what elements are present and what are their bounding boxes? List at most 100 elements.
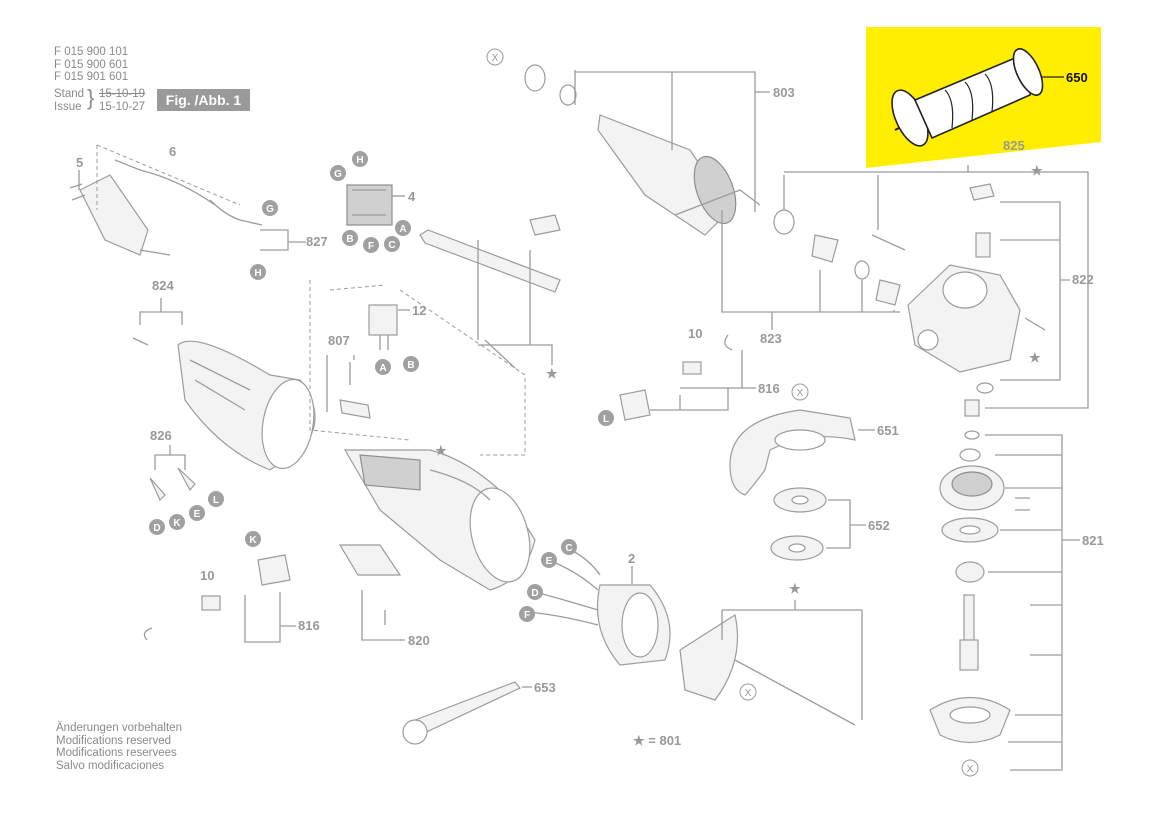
part-number: 807 <box>328 333 350 348</box>
flange-hole <box>791 495 809 505</box>
svg-text:F: F <box>368 241 374 252</box>
svg-text:★: ★ <box>435 443 447 458</box>
order-number: F 015 900 101 <box>54 46 129 58</box>
part-number: 4 <box>408 189 416 204</box>
order-number: F 015 901 601 <box>54 71 129 83</box>
stator-2 <box>596 584 671 666</box>
brush-holder-816 <box>619 389 651 421</box>
svg-text:X: X <box>745 688 752 699</box>
clip <box>339 399 371 419</box>
dashed-guide <box>309 280 411 441</box>
svg-text:K: K <box>249 535 257 546</box>
order-number: F 015 900 601 <box>54 58 129 71</box>
leader-line <box>826 499 866 549</box>
power-cable <box>69 144 263 256</box>
note-line: Salvo modificaciones <box>56 759 165 772</box>
part-number: 820 <box>408 633 430 648</box>
svg-text:A: A <box>379 363 386 374</box>
part-number: 825 <box>1003 138 1025 153</box>
svg-text:★: ★ <box>789 581 801 596</box>
star-markers: ★ ★ ★ ★ ★ <box>435 163 1043 596</box>
gear-housing <box>907 264 1046 373</box>
leader-line <box>1000 201 1070 381</box>
svg-text:G: G <box>334 169 342 180</box>
part-number: 653 <box>534 680 556 695</box>
leader-line <box>379 309 410 350</box>
leader-line <box>326 355 355 412</box>
base-plate <box>338 544 402 576</box>
brush-10 <box>201 595 221 611</box>
order-numbers: F 015 900 101 F 015 900 601 F 015 901 60… <box>54 46 128 84</box>
modification-notes: Änderungen vorbehalten Modifications res… <box>56 722 182 772</box>
svg-text:G: G <box>266 204 274 215</box>
leader-line <box>477 240 553 365</box>
star-legend: ★ = 801 <box>633 733 681 748</box>
leader-line <box>721 600 863 720</box>
leader-line <box>721 171 1089 313</box>
stand-label: Stand <box>54 88 85 100</box>
stand-value: 15-10-19 <box>99 88 146 100</box>
rear-housing-cover <box>177 340 316 471</box>
switch-4 <box>346 184 393 226</box>
note-line: Änderungen vorbehalten <box>56 722 182 734</box>
part-number: 5 <box>76 155 83 170</box>
svg-text:★: ★ <box>546 366 558 381</box>
washer <box>976 382 994 394</box>
leader-line <box>361 590 405 641</box>
leader-line <box>260 229 306 251</box>
spindle-parts <box>773 209 906 306</box>
part-number: 816 <box>758 381 780 396</box>
bearing-flange <box>679 614 739 701</box>
leader-line <box>985 434 1080 771</box>
part-number: 10 <box>688 326 702 341</box>
revision-info: Stand Issue } 15-10-19 15-10-27 <box>54 86 145 113</box>
brace: } <box>87 85 95 110</box>
part-number: 6 <box>169 144 176 159</box>
part-number: 650 <box>1066 70 1088 85</box>
brush-holder-816 <box>257 554 291 586</box>
leader-line <box>139 298 183 325</box>
svg-text:C: C <box>565 543 572 554</box>
issue-label: Issue <box>54 100 82 113</box>
svg-text:F: F <box>524 610 530 621</box>
svg-text:E: E <box>194 509 201 520</box>
part-number: 652 <box>868 518 890 533</box>
bushing <box>964 399 980 417</box>
part-number: 827 <box>306 234 328 249</box>
issue-value: 15-10-27 <box>99 100 146 113</box>
gear-stack-821 <box>929 430 1011 744</box>
note-line: Modifications reserved <box>56 734 172 747</box>
svg-text:L: L <box>213 495 219 506</box>
brush-holders <box>149 467 196 502</box>
part-number: 824 <box>152 278 174 293</box>
svg-text:K: K <box>173 518 181 529</box>
leader-line <box>154 445 186 470</box>
svg-text:X: X <box>492 53 499 64</box>
spanner-653 <box>402 681 521 745</box>
part-number: 816 <box>298 618 320 633</box>
svg-text:H: H <box>254 268 261 279</box>
part-number: 12 <box>412 303 426 318</box>
note-line: Modifications reservees <box>56 747 177 759</box>
svg-text:X: X <box>797 388 804 399</box>
long-screw <box>734 659 856 726</box>
svg-text:X: X <box>967 764 974 775</box>
flange-hole <box>788 543 806 553</box>
x-markers: X X X X <box>486 48 979 777</box>
spring <box>975 232 991 258</box>
brush-10 <box>682 361 702 375</box>
lock-button <box>969 183 995 201</box>
svg-text:B: B <box>346 234 353 245</box>
part-number: 823 <box>760 331 782 346</box>
svg-text:L: L <box>603 414 609 425</box>
svg-text:C: C <box>388 240 395 251</box>
part-number: 2 <box>628 551 635 566</box>
stator-wires <box>527 547 601 626</box>
spring <box>724 334 733 351</box>
svg-text:B: B <box>407 360 414 371</box>
motor-housing <box>343 449 536 591</box>
part-number: 651 <box>877 423 899 438</box>
capacitor-12 <box>368 304 398 336</box>
wheel-guard-651 <box>729 409 856 496</box>
